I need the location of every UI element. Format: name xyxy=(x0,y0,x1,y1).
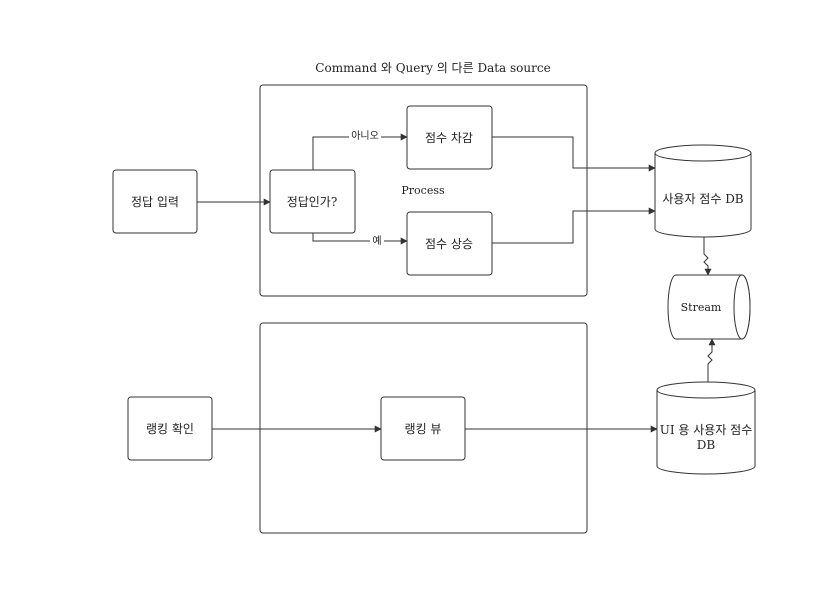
edge-decrease-to-db xyxy=(492,136,656,172)
score-decrease-label: 점수 차감 xyxy=(425,131,473,145)
edge-db-to-stream xyxy=(703,237,712,276)
is-correct-label: 정답인가? xyxy=(287,195,338,209)
edge-label-yes: 예 xyxy=(372,235,381,247)
edge-increase-to-db xyxy=(492,207,656,244)
ranking-view-label: 랭킹 뷰 xyxy=(405,422,442,436)
ui-user-score-db-label-line1: UI 용 사용자 점수 xyxy=(660,423,753,437)
query-group xyxy=(259,322,588,534)
diagram-title: Command 와 Query 의 다른 Data source xyxy=(315,61,550,75)
ui-user-score-db-label-line2: DB xyxy=(697,438,716,452)
ranking-check-label: 랭킹 확인 xyxy=(146,422,194,436)
answer-input-node xyxy=(112,169,198,234)
stream-label: Stream xyxy=(681,301,722,314)
edge-label-no: 아니오 xyxy=(351,130,379,142)
edge-check-to-increase xyxy=(312,233,408,245)
score-decrease-node xyxy=(406,105,493,170)
user-score-db-node xyxy=(654,144,752,238)
edge-uidb-to-stream xyxy=(707,338,716,382)
stream-node xyxy=(667,274,751,340)
score-increase-node xyxy=(406,211,493,276)
ui-user-score-db-node xyxy=(656,381,756,475)
process-label: Process xyxy=(401,184,445,197)
ranking-view-node xyxy=(380,396,466,461)
command-process-group xyxy=(259,84,588,297)
score-increase-label: 점수 상승 xyxy=(425,237,473,251)
user-score-db-label: 사용자 점수 DB xyxy=(662,192,743,206)
is-correct-node xyxy=(269,169,356,234)
answer-input-label: 정답 입력 xyxy=(131,195,179,209)
ranking-check-node xyxy=(127,396,213,461)
